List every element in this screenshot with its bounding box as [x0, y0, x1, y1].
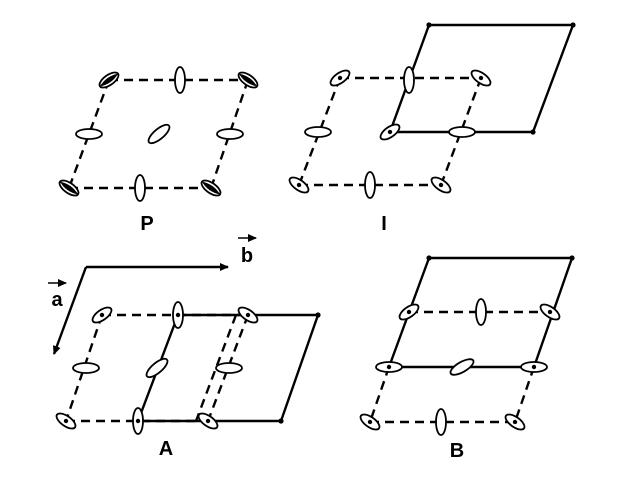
- label-a: A: [159, 438, 173, 460]
- lens-horizontal: [75, 128, 103, 140]
- vector-a-label: a: [51, 289, 63, 311]
- lens-dotted: [504, 413, 526, 431]
- lens-dotted: [91, 306, 113, 324]
- lens-vertical: [475, 298, 487, 326]
- lens-filled: [200, 179, 222, 197]
- lens-vertical: [174, 66, 186, 94]
- cell-a-right-edge-inner: [194, 314, 238, 422]
- lattice-point: [530, 129, 536, 135]
- lens-diagonal: [147, 123, 171, 145]
- lattice-point: [426, 22, 432, 28]
- lens-dotted: [237, 306, 259, 324]
- cell-a-left-edge: [64, 314, 104, 422]
- lattice-point: [315, 312, 321, 318]
- cell-p-left-edge: [67, 79, 111, 189]
- label-i: I: [381, 213, 387, 235]
- cell-i-right-edge: [439, 77, 483, 186]
- lens-horizontal: [448, 126, 476, 138]
- lens-dotted: [398, 303, 420, 321]
- lens-horizontal: [215, 362, 243, 374]
- lens-dotted: [329, 69, 351, 87]
- lens-vertical-dotted: [172, 301, 184, 329]
- lens-dotted: [430, 176, 452, 194]
- lattice-point: [570, 22, 576, 28]
- lens-vertical: [403, 66, 415, 94]
- lattice-point: [426, 255, 432, 261]
- cell-a: A: [55, 301, 321, 460]
- cell-b: B: [359, 255, 575, 462]
- label-b: B: [450, 440, 464, 462]
- vector-a-arrow: [52, 266, 88, 355]
- cell-p-right-edge: [209, 79, 250, 189]
- lens-dotted: [539, 303, 561, 321]
- lens-vertical: [435, 408, 447, 436]
- lens-dotted: [288, 176, 310, 194]
- lens-horizontal: [72, 362, 100, 374]
- cell-p: P: [58, 66, 259, 235]
- cell-a-back-right-edge: [279, 314, 320, 422]
- lens-filled: [237, 71, 259, 89]
- lens-diagonal: [145, 357, 169, 379]
- axis-vectors: b a: [48, 234, 257, 355]
- cell-a-right-edge: [206, 314, 250, 422]
- lens-diagonal: [449, 358, 475, 376]
- lens-horizontal-dotted: [375, 361, 403, 373]
- vector-b-label: b: [241, 245, 253, 267]
- lattice-point: [278, 418, 284, 424]
- lens-dotted: [359, 413, 381, 431]
- lens-filled: [58, 179, 80, 197]
- lens-filled: [98, 71, 120, 89]
- lens-vertical: [364, 171, 376, 199]
- lens-vertical: [134, 174, 146, 202]
- lens-horizontal-dotted: [520, 361, 548, 373]
- lens-dotted: [55, 412, 77, 430]
- lens-horizontal: [216, 128, 244, 140]
- lattice-point: [569, 255, 575, 261]
- label-p: P: [140, 213, 153, 235]
- cell-b-right-edge: [513, 366, 536, 423]
- cell-i-upper-right-edge: [531, 24, 575, 133]
- cell-i-left-edge: [297, 77, 342, 186]
- lens-vertical-dotted: [132, 407, 144, 435]
- lens-dotted: [470, 69, 492, 87]
- lens-dotted: [379, 123, 401, 141]
- lens-dotted: [197, 412, 219, 430]
- cell-b-left-edge: [368, 366, 391, 423]
- lens-horizontal: [304, 126, 332, 138]
- cell-i: I: [288, 22, 576, 235]
